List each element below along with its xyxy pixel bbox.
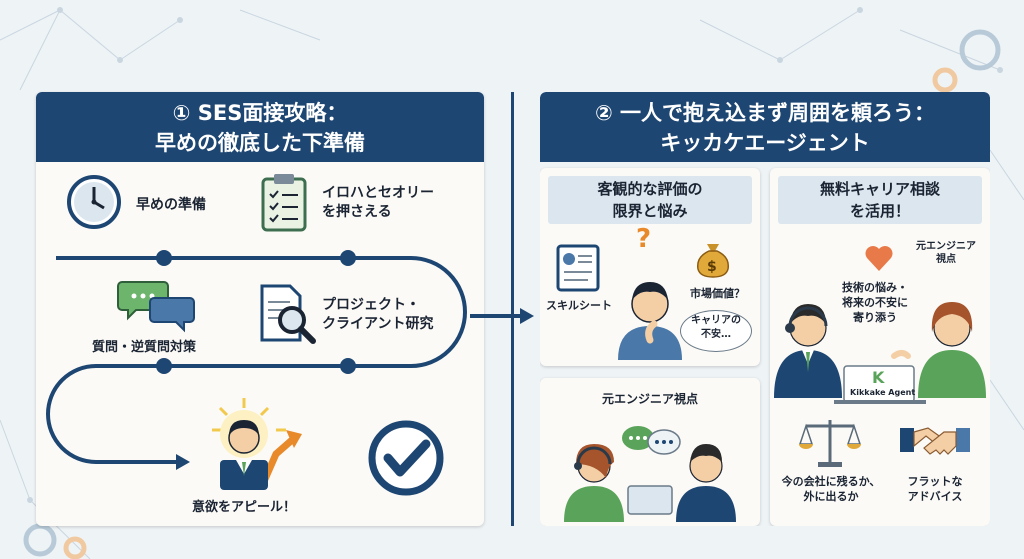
consult-title-line1: 無料キャリア相談 (819, 180, 940, 198)
agent-panel-header: ② 一人で抱え込まず周囲を頼ろう： キッカケエージェント (540, 92, 990, 162)
flat-advice-label: フラットな アドバイス (900, 474, 970, 504)
laptop-logo: K (872, 368, 885, 387)
career-line2: 不安… (701, 329, 731, 340)
viewpoint-label: 元エンジニア 視点 (916, 240, 976, 266)
panel-divider (511, 92, 514, 526)
confused-person-icon (618, 282, 682, 360)
appeal-label: 意欲をアピール！ (192, 500, 297, 515)
stay-line1: 今の会社に残るか、 (781, 475, 881, 488)
stay-line2: 外に出るか (803, 490, 859, 503)
flat-line2: アドバイス (907, 490, 963, 503)
money-symbol: $ (707, 259, 717, 275)
engineer-viewpoint-card: 元エンジニア視点 (540, 378, 760, 526)
agent-panel: ② 一人で抱え込まず周囲を頼ろう： キッカケエージェント 客観的な評価の 限界と… (540, 92, 990, 526)
research-label-line1: プロジェクト・ (322, 297, 420, 313)
connector-arrow (470, 308, 534, 324)
limits-card: 客観的な評価の 限界と悩み スキルシート ? $ 市場価値？ キャリアの 不安… (540, 168, 760, 366)
interview-prep-panel: ① SES面接攻略： 早めの徹底した下準備 早めの準備 イロハとセオリー を押さ… (36, 92, 484, 526)
laptop-brand-label: Kikkake Agent (850, 388, 916, 397)
checklist-clipboard-icon (261, 174, 307, 232)
viewpoint-line2: 視点 (936, 254, 956, 265)
advisor-client-scene (774, 302, 986, 404)
agent-panel-title-line1: ② 一人で抱え込まず周囲を頼ろう： (594, 101, 936, 125)
interview-prep-title-line1: ① SES面接攻略： (172, 101, 348, 125)
skill-sheet-label: スキルシート (546, 299, 612, 312)
basics-label-line2: を押さえる (322, 204, 392, 220)
worry-line3: 寄り添う (853, 311, 897, 324)
market-value-label: 市場価値？ (690, 287, 745, 300)
balance-scale-icon (798, 420, 862, 467)
handshake-icon (900, 427, 970, 455)
question-mark: ? (636, 224, 652, 254)
chat-bubbles-icon (117, 281, 195, 333)
worry-line2: 将来の不安に (842, 296, 908, 309)
interview-prep-title-line2: 早めの徹底した下準備 (155, 131, 365, 155)
basics-label-line1: イロハとセオリー (322, 185, 434, 201)
skill-sheet-icon (556, 244, 600, 292)
early-prep-label: 早めの準備 (136, 197, 206, 213)
free-consultation-header: 無料キャリア相談 を活用！ (778, 176, 982, 224)
research-label-line2: クライアント研究 (322, 316, 434, 332)
checkmark-icon (368, 420, 444, 496)
career-line1: キャリアの (691, 315, 741, 326)
viewpoint-line1: 元エンジニア (916, 241, 976, 252)
interview-prep-header: ① SES面接攻略： 早めの徹底した下準備 (36, 92, 484, 162)
engineer-viewpoint-title: 元エンジニア視点 (601, 392, 698, 406)
flow-path (46, 250, 467, 470)
stay-or-leave-label: 今の会社に残るか、 外に出るか (776, 474, 886, 504)
clock-icon (67, 175, 121, 229)
research-label: プロジェクト・ クライアント研究 (322, 296, 433, 334)
qa-prep-label: 質問・逆質問対策 (92, 340, 197, 355)
heart-icon (865, 246, 893, 271)
document-magnifier-icon (260, 284, 316, 344)
limits-card-header: 客観的な評価の 限界と悩み (548, 176, 752, 224)
flat-line1: フラットな (907, 475, 963, 488)
limits-title-line2: 限界と悩み (612, 202, 688, 220)
worry-support-label: 技術の悩み・ 将来の不安に 寄り添う (842, 280, 908, 325)
agent-panel-title-line2: キッカケエージェント (660, 131, 870, 155)
limits-title-line1: 客観的な評価の (597, 180, 703, 198)
consult-title-line2: を活用！ (849, 202, 910, 220)
worry-line1: 技術の悩み・ (842, 281, 908, 294)
motivated-businessman-icon (212, 398, 302, 490)
free-consultation-card: 無料キャリア相談 を活用！ 元エンジニア 視点 技術の悩み・ 将来の不安に (770, 168, 990, 526)
career-anxiety-bubble (680, 310, 752, 352)
career-anxiety-label: キャリアの 不安… (688, 314, 744, 342)
basics-label: イロハとセオリー を押さえる (322, 184, 434, 222)
money-bag-icon (696, 244, 730, 278)
consultation-scene-icon (564, 426, 736, 522)
